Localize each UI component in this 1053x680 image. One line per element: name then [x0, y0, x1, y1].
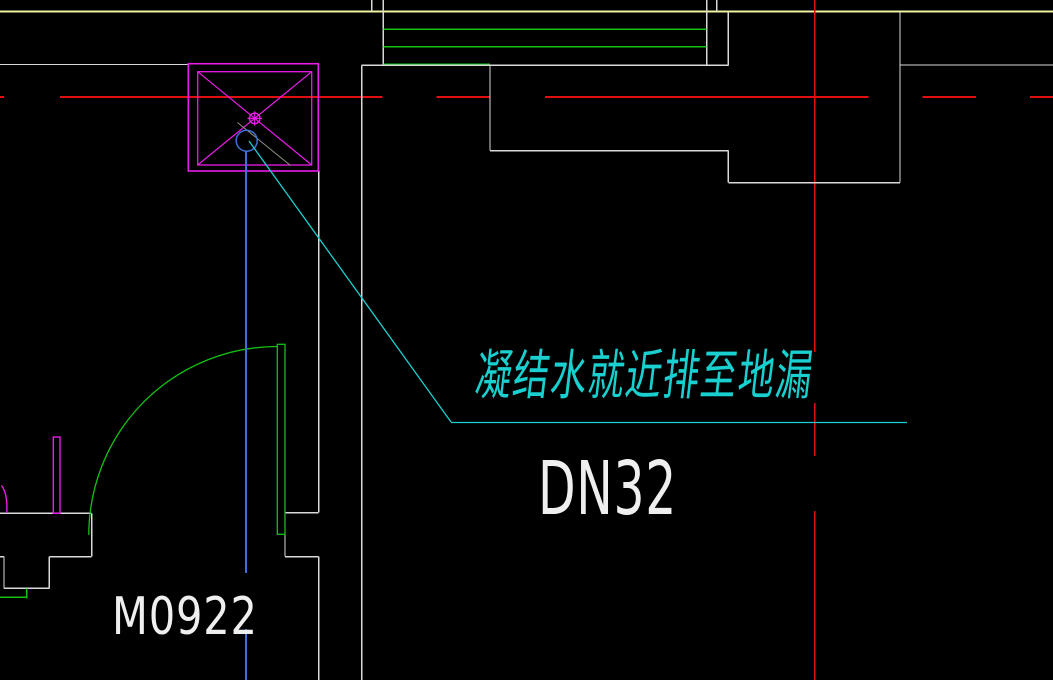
- pipe-riser-symbol: [52, 436, 61, 515]
- leader-line: [248, 140, 907, 424]
- drain-point-circle: [235, 129, 258, 152]
- fcu-center-target-icon: [247, 111, 262, 126]
- pipe-size-label: DN32: [538, 446, 677, 532]
- fcu-inner-box: [197, 71, 313, 166]
- edge-arc-symbol: [0, 485, 8, 514]
- condensate-note-text: 凝结水就近排至地漏: [472, 344, 818, 407]
- green-corner-lines: [0, 588, 28, 599]
- condensate-drain-symbol: [235, 129, 258, 680]
- door-swing-arc: [88, 345, 278, 536]
- door-leaf: [276, 343, 286, 535]
- door-label: M0922: [112, 587, 258, 647]
- fan-coil-unit-symbol: [187, 62, 320, 172]
- door-swing: [88, 343, 286, 536]
- duct-lines: [383, 28, 707, 65]
- fcu-outer-box: [187, 62, 320, 172]
